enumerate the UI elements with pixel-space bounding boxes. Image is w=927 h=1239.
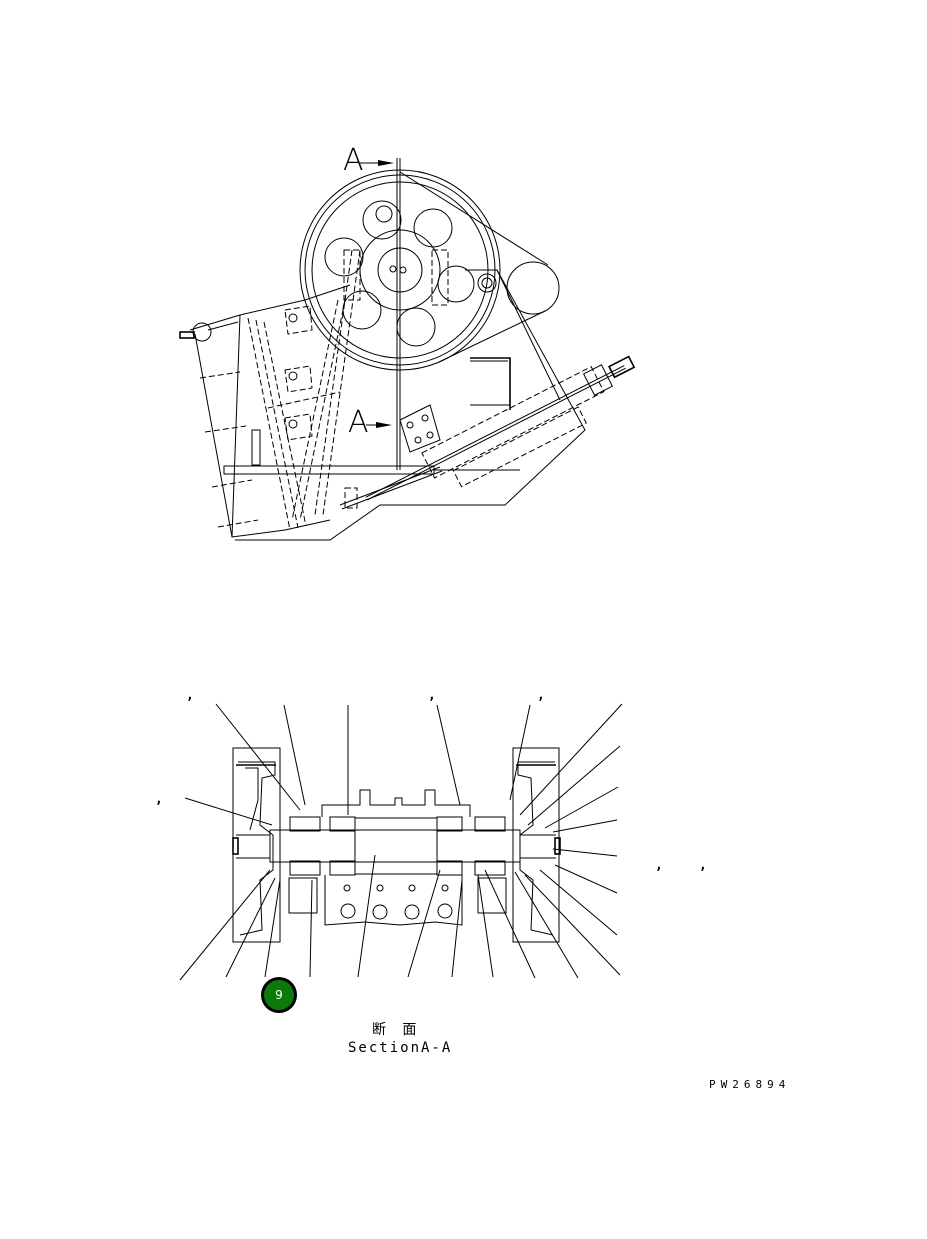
callout-badge-9[interactable]: 9	[261, 977, 297, 1013]
leader-comma: ,	[537, 688, 545, 703]
section-caption-english: SectionA-A	[348, 1040, 453, 1056]
section-marker-top-label: A	[343, 143, 364, 178]
callout-badge-number: 9	[275, 988, 283, 1002]
section-caption-japanese: 断 面	[372, 1022, 421, 1038]
leader-comma: ,	[428, 688, 436, 703]
side-elevation-view	[179, 158, 636, 541]
leader-comma: ,	[186, 688, 194, 703]
leader-comma: ,	[699, 858, 707, 873]
section-a-a-view	[179, 703, 623, 981]
leader-comma: ,	[655, 858, 663, 873]
drawing-reference-code: PW26894	[709, 1078, 791, 1091]
section-marker-bottom-label: A	[348, 405, 369, 440]
leader-comma: ,	[155, 792, 163, 807]
